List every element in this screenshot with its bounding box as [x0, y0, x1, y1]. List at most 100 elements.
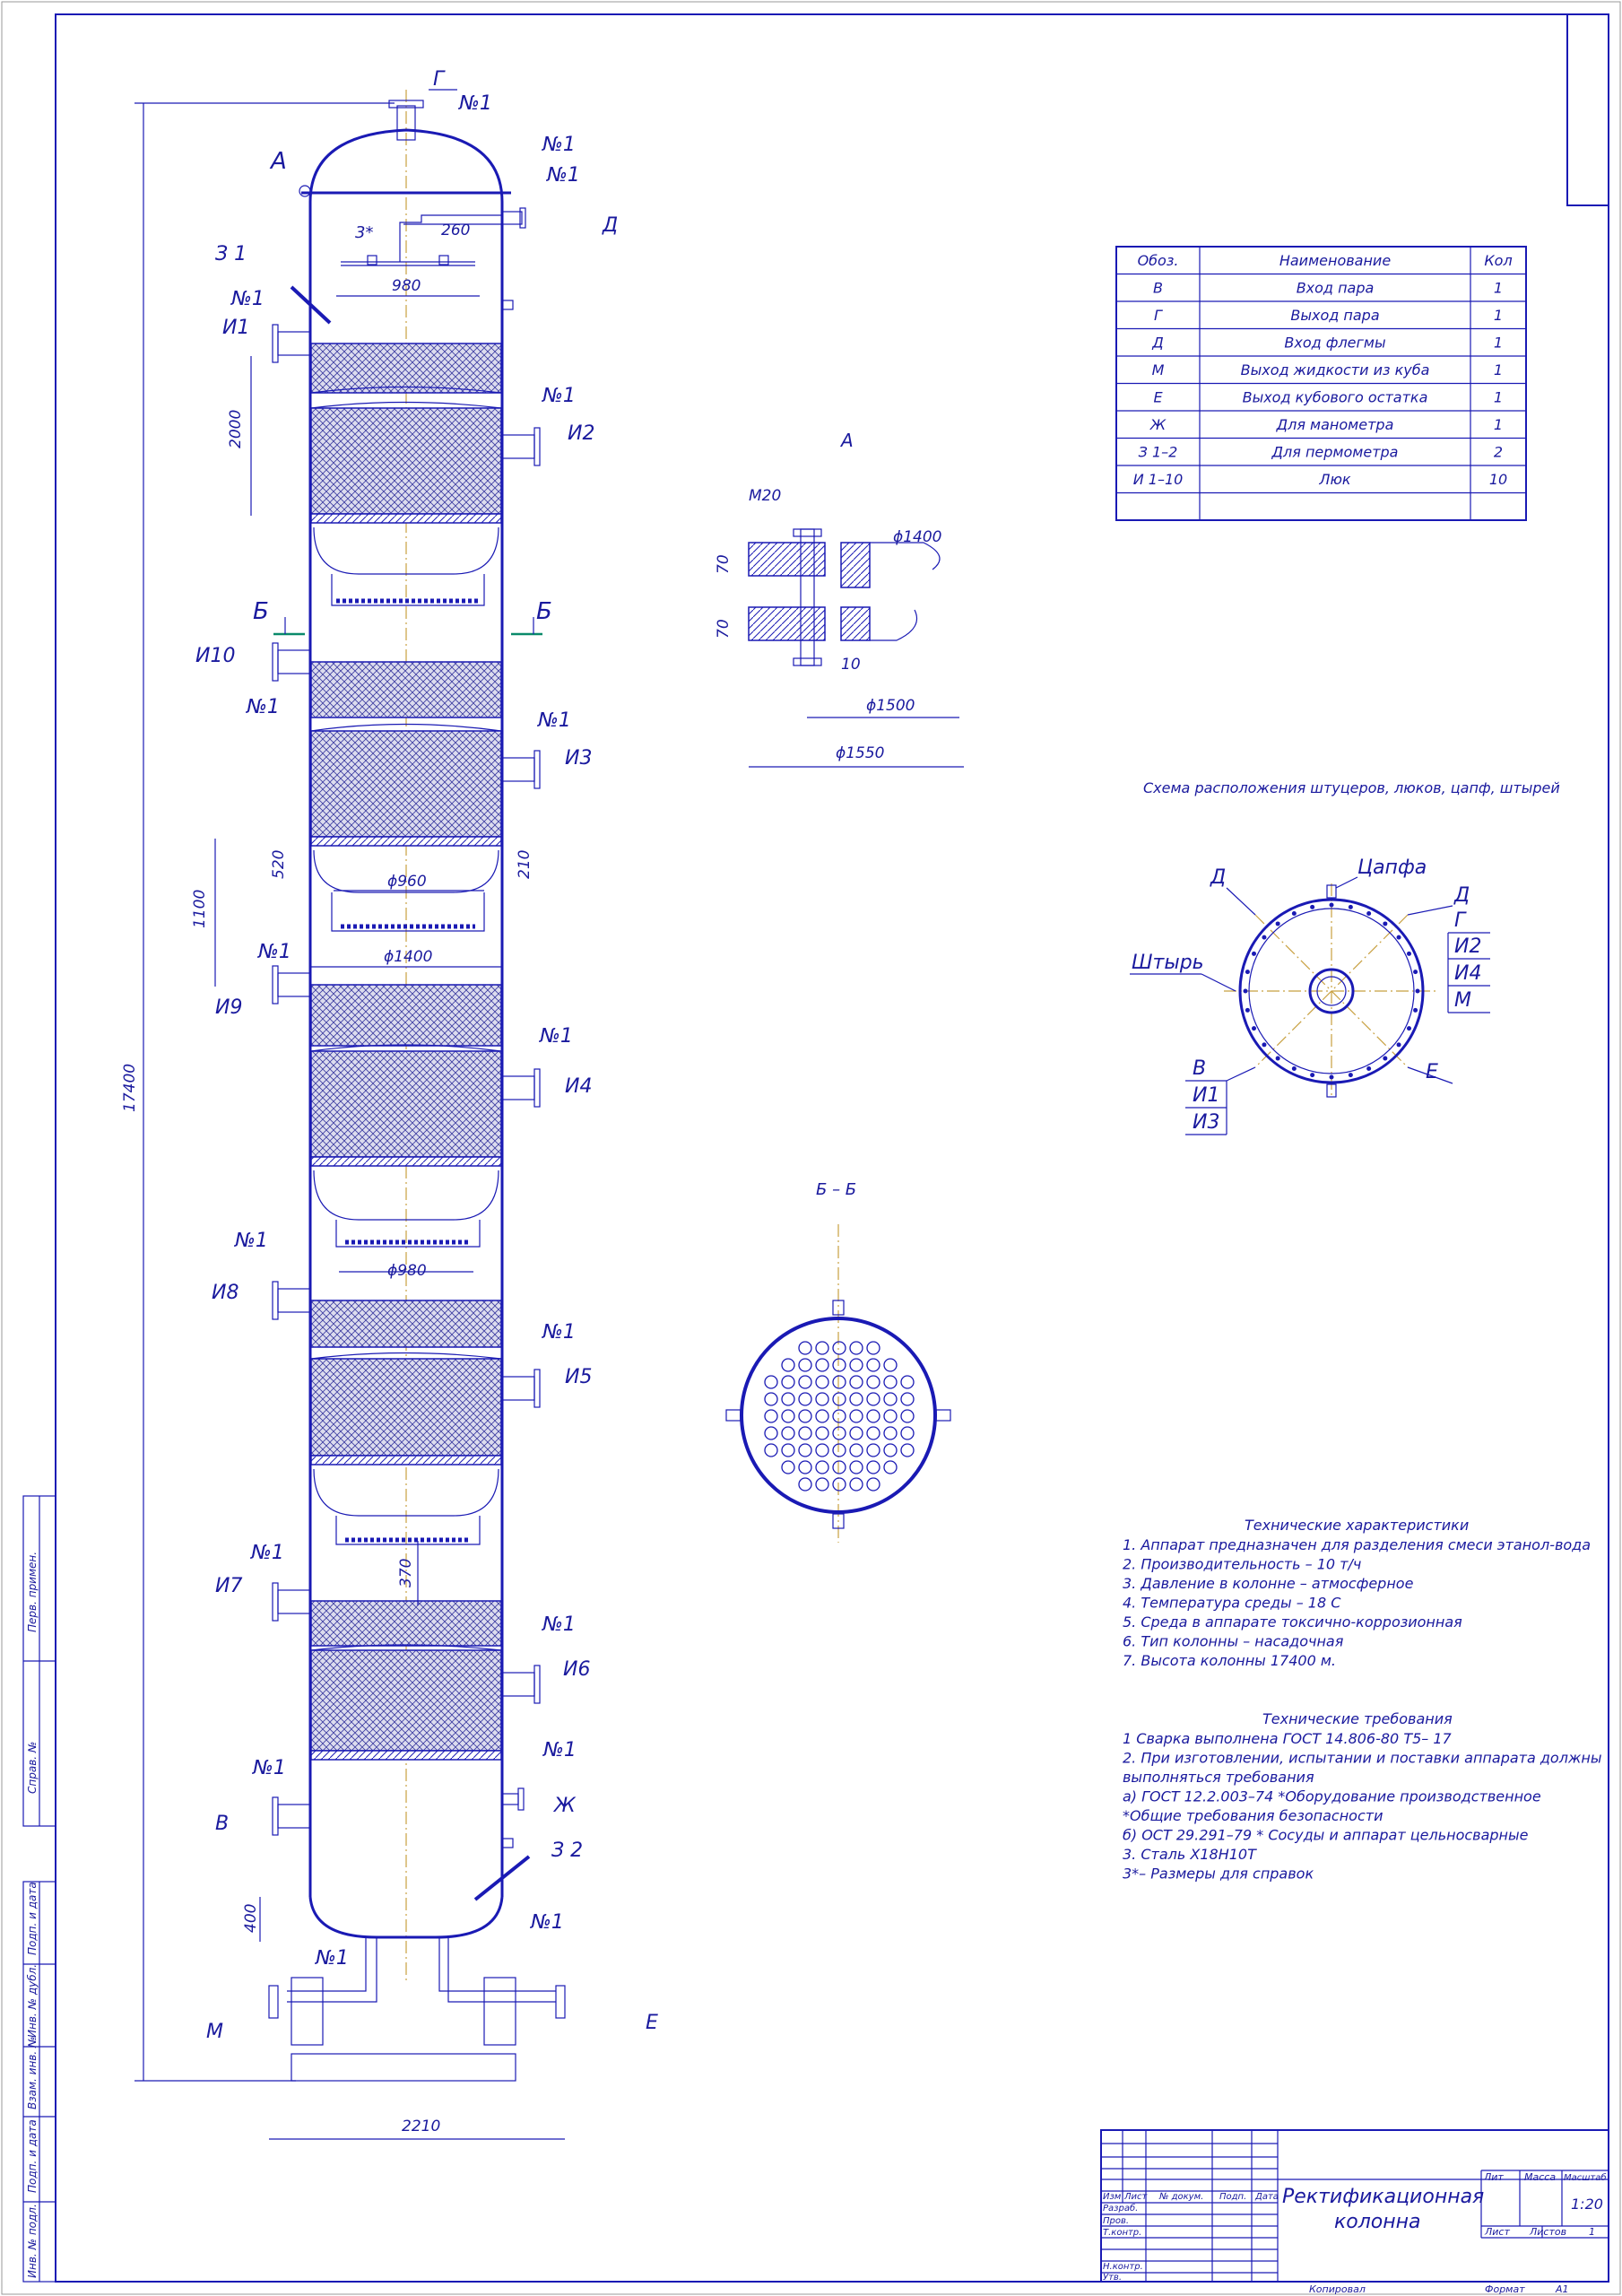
- tb-masshtab: Масштаб: [1564, 2172, 1607, 2183]
- perforation-hole: [781, 1375, 795, 1389]
- tech-req-line: 2. При изготовлении, испытании и поставк…: [1123, 1750, 1601, 1767]
- tech-req-line: 3*– Размеры для справок: [1123, 1866, 1314, 1883]
- side-stamp: Перв. примен. Справ. № Подп. и дата Инв.…: [22, 1495, 56, 2283]
- nozzle-table-cell: Г: [1154, 307, 1163, 324]
- section-bb-title: Б – Б: [816, 1180, 856, 1199]
- nozzle-table-cell: В: [1153, 280, 1163, 297]
- perforation-hole: [798, 1426, 812, 1440]
- perforation-hole: [764, 1375, 778, 1389]
- bolt-dot: [1366, 911, 1372, 917]
- perforation-hole: [849, 1341, 863, 1355]
- bolt-dot: [1396, 1042, 1401, 1048]
- detail-a-title: А: [839, 430, 854, 451]
- tb-col-list: Лист: [1123, 2192, 1149, 2202]
- label-d: Д: [602, 214, 618, 237]
- label-i2: И2: [568, 422, 594, 445]
- scheme-e: Е: [1426, 1061, 1438, 1083]
- label-e: Е: [646, 2012, 658, 2034]
- perforation-hole: [781, 1426, 795, 1440]
- bolt-dot: [1291, 1065, 1297, 1071]
- nozzle-table-cell: 1: [1494, 307, 1503, 324]
- perforation-hole: [900, 1409, 915, 1423]
- scheme-right-1: И2: [1454, 935, 1481, 958]
- nozzle-table-cell: Вход пара: [1297, 280, 1375, 297]
- perforation-hole: [832, 1460, 846, 1474]
- nozzle-table-cell: 1: [1494, 416, 1503, 433]
- label-m: М: [206, 2021, 223, 2043]
- bolt-dot: [1329, 1074, 1334, 1080]
- perforation-hole: [883, 1409, 898, 1423]
- label-no1-bl: №1: [315, 1947, 349, 1970]
- nozzle-table-cell: И 1–10: [1133, 471, 1184, 488]
- perforation-hole: [798, 1460, 812, 1474]
- label-no1-br: №1: [530, 1911, 564, 1934]
- nozzle-table-cell: 2: [1494, 444, 1503, 461]
- detail-a-m20: М20: [749, 487, 781, 505]
- tb-massa: Масса: [1524, 2171, 1556, 2183]
- detail-a-70a: 70: [715, 554, 733, 574]
- dim-400: 400: [242, 1904, 260, 1933]
- label-i7: И7: [215, 1575, 242, 1597]
- tb-format-val: А1: [1555, 2283, 1569, 2295]
- perforation-hole: [832, 1443, 846, 1457]
- section-bb: Б – Б: [725, 1180, 951, 1543]
- tb-list: Лист: [1484, 2226, 1510, 2238]
- detail-a-70b: 70: [715, 619, 733, 639]
- tech-req-line: выполняться требования: [1123, 1769, 1314, 1786]
- side-stamp-text-2: Подп. и дата: [26, 1882, 39, 1955]
- tech-char-line: 2. Производительность – 10 т/ч: [1123, 1556, 1361, 1573]
- scheme-right-0: Г: [1454, 909, 1467, 932]
- nozzle-table-cell: 1: [1494, 361, 1503, 378]
- perforation-hole: [866, 1426, 880, 1440]
- scheme-right-2: И4: [1454, 962, 1481, 985]
- nozzle-table-cell: Для манометра: [1276, 416, 1394, 433]
- tb-listov-val: 1: [1589, 2226, 1595, 2238]
- tech-char-line: 4. Температура среды – 18 С: [1123, 1595, 1341, 1612]
- dim-2000: 2000: [227, 410, 245, 448]
- perforation-hole: [764, 1426, 778, 1440]
- perforation-hole: [849, 1409, 863, 1423]
- label-no1-z1: №1: [230, 288, 265, 310]
- perforation-hole: [815, 1358, 829, 1372]
- perforation-hole: [866, 1392, 880, 1406]
- nozzle-table-cell: Выход жидкости из куба: [1241, 361, 1430, 378]
- bolt-dot: [1252, 1026, 1257, 1031]
- nozzle-table-cell: Люк: [1318, 471, 1351, 488]
- nozzle-table-cell: М: [1152, 361, 1165, 378]
- scheme-shtyr: Штырь: [1132, 952, 1204, 974]
- label-i10: И10: [195, 645, 235, 667]
- perforation-hole: [815, 1392, 829, 1406]
- detail-a: А М20 ϕ1400 70 70 10 ϕ1500 ϕ1550: [715, 430, 964, 768]
- nozzle-table-cell: 1: [1494, 335, 1503, 352]
- dim-210: 210: [516, 850, 533, 879]
- label-z1: З 1: [215, 243, 247, 265]
- bolt-dot: [1310, 904, 1315, 909]
- label-no1-i9: №1: [257, 941, 291, 963]
- perforation-hole: [781, 1460, 795, 1474]
- label-star3: 3*: [355, 223, 373, 242]
- label-i8: И8: [212, 1282, 239, 1304]
- nozzle-table-cell: 1: [1494, 280, 1503, 297]
- perforation-hole: [849, 1477, 863, 1492]
- label-no1-c: №1: [546, 164, 580, 187]
- bolt-dot: [1262, 935, 1267, 940]
- perforation-hole: [849, 1358, 863, 1372]
- perforation-hole: [900, 1392, 915, 1406]
- label-no1-i8: №1: [234, 1230, 268, 1252]
- scheme-tsapfa: Цапфа: [1357, 857, 1427, 879]
- label-no1-i4: №1: [539, 1025, 573, 1048]
- tb-col-doc: № докум.: [1158, 2192, 1203, 2202]
- tech-characteristics: Технические характеристики 1. Аппарат пр…: [1123, 1517, 1591, 1669]
- tech-char-line: 3. Давление в колонне – атмосферное: [1123, 1575, 1414, 1592]
- tb-scale: 1:20: [1571, 2196, 1603, 2213]
- dim-520: 520: [270, 850, 288, 879]
- dim-1100: 1100: [191, 890, 209, 928]
- tb-name-1: Ректификационная: [1282, 2186, 1484, 2208]
- label-v: В: [215, 1813, 229, 1835]
- dim-260: 260: [441, 222, 470, 239]
- perforation-hole: [815, 1426, 829, 1440]
- side-stamp-text-6: Инв. № подл.: [26, 2204, 39, 2278]
- perforation-hole: [832, 1426, 846, 1440]
- perforation-hole: [815, 1460, 829, 1474]
